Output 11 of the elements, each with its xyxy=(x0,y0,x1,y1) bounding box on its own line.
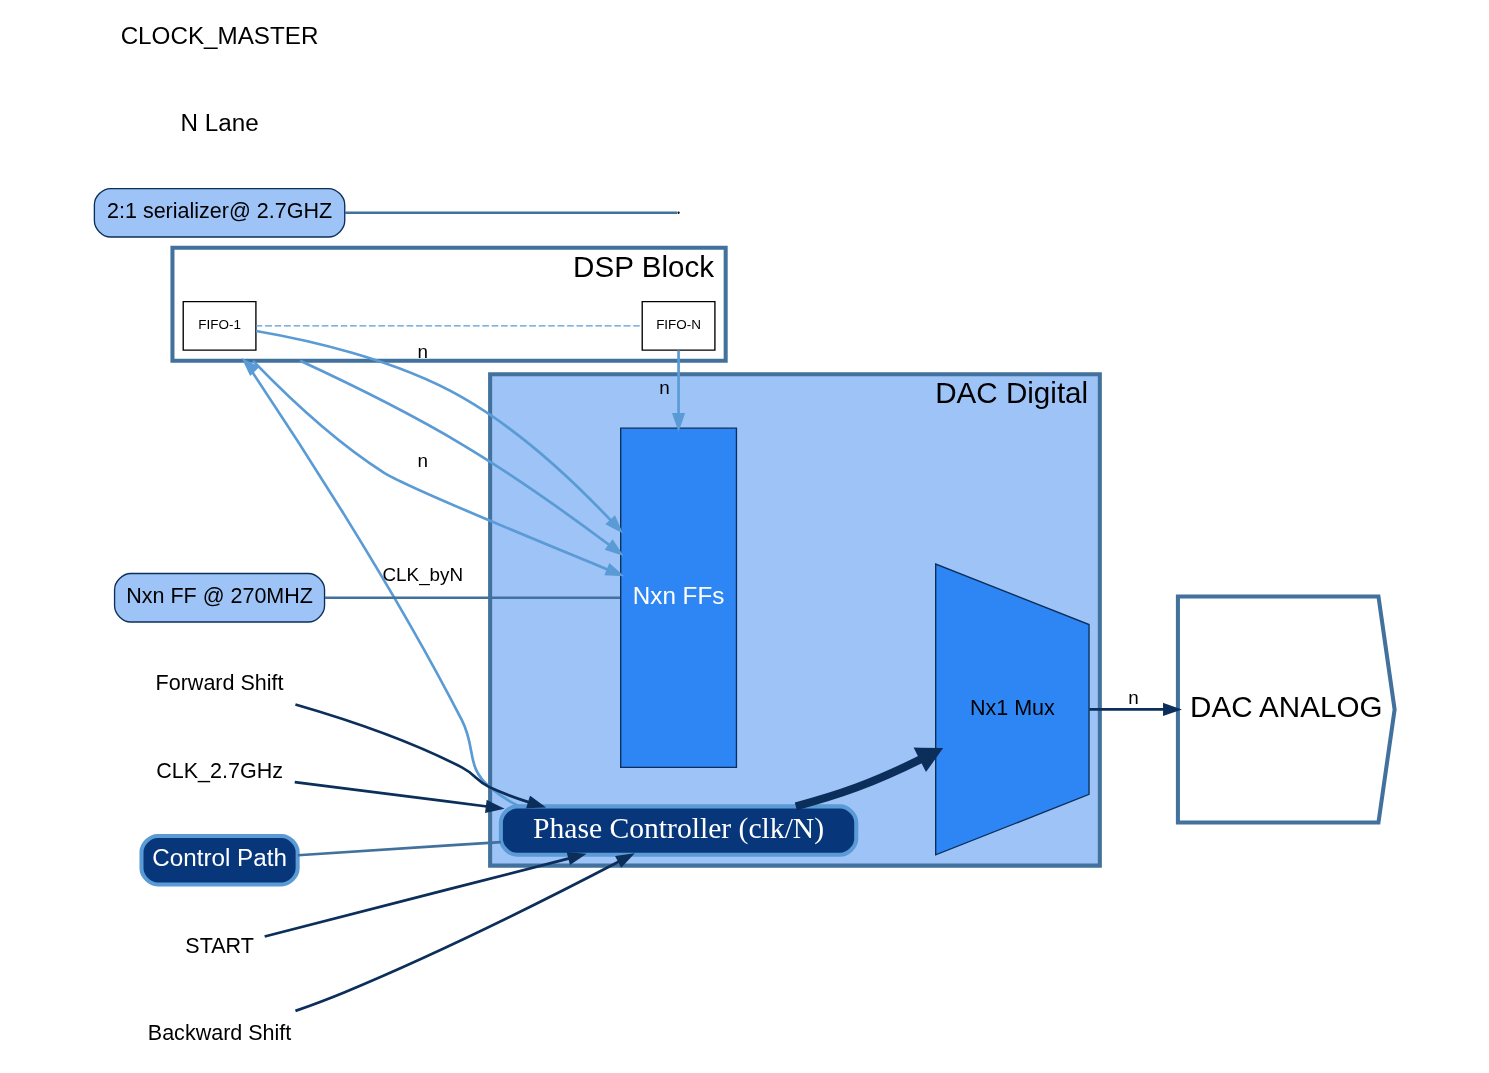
edge-label: CLK_byN xyxy=(382,563,464,585)
edge-label: n xyxy=(417,341,429,363)
node-text: Backward Shift xyxy=(147,1021,292,1046)
edge-label: n xyxy=(1128,687,1139,709)
edge-label: n xyxy=(417,450,429,472)
label: N Lane xyxy=(180,109,259,137)
edge-label: n xyxy=(659,377,670,399)
node-text: START xyxy=(185,933,254,958)
node-text: CLK_2.7GHz xyxy=(156,758,283,783)
label: CLOCK_MASTER xyxy=(120,21,319,49)
node-text: Forward Shift xyxy=(155,671,284,696)
